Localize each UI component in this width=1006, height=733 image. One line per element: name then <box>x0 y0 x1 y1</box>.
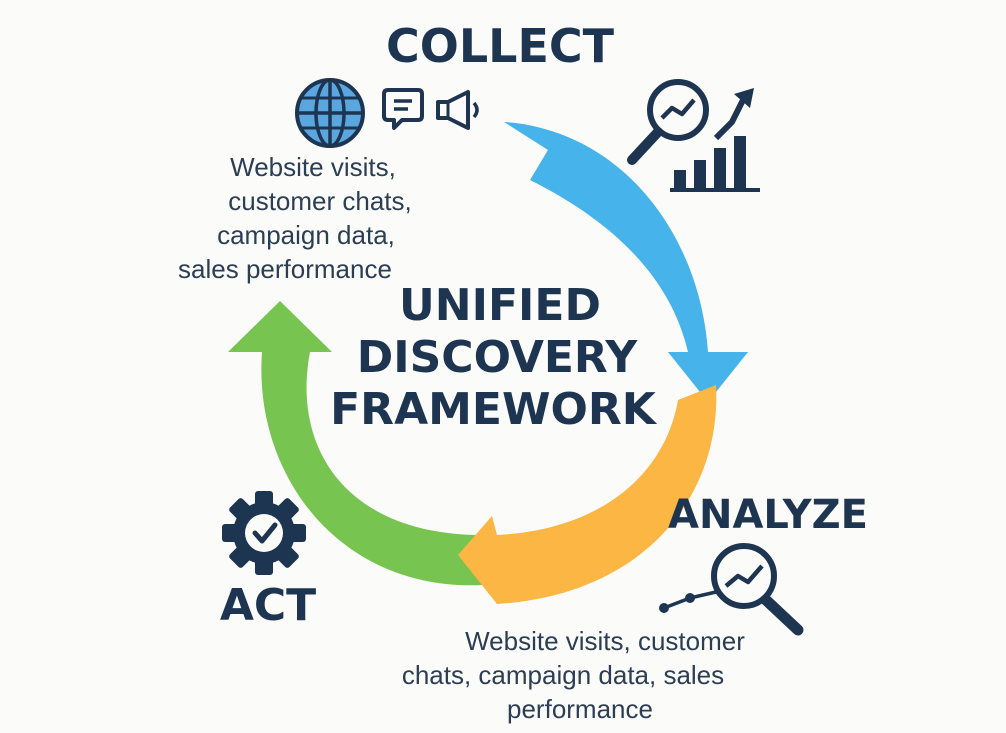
analyze-title: ANALYZE <box>668 492 868 538</box>
collect-desc-line-4: sales performance <box>178 254 392 284</box>
chat-icon <box>382 88 424 130</box>
act-title: ACT <box>220 580 316 631</box>
collect-desc-line-3: campaign data, <box>217 220 395 250</box>
analytics-magnifier-icon <box>659 543 804 636</box>
collect-title: COLLECT <box>386 19 615 73</box>
collect-desc-line-1: Website visits, <box>230 152 396 182</box>
gear-check-icon <box>222 491 306 575</box>
search-chart-icon <box>627 79 760 192</box>
act-to-collect-arrow <box>228 301 483 586</box>
center-title-line-2: DISCOVERY <box>357 332 639 383</box>
collect-desc-line-2: customer chats, <box>228 186 412 216</box>
center-title-line-1: UNIFIED <box>399 280 601 331</box>
globe-icon <box>295 78 365 148</box>
center-title-line-3: FRAMEWORK <box>330 384 658 435</box>
analyze-desc-line-1: Website visits, customer <box>465 626 745 656</box>
analyze-desc-line-2: chats, campaign data, sales <box>402 660 724 690</box>
collect-to-analyze-arrow <box>504 122 748 402</box>
megaphone-icon <box>436 90 479 130</box>
analyze-desc-line-3: performance <box>507 694 653 724</box>
analyze-to-act-arrow <box>458 385 717 604</box>
